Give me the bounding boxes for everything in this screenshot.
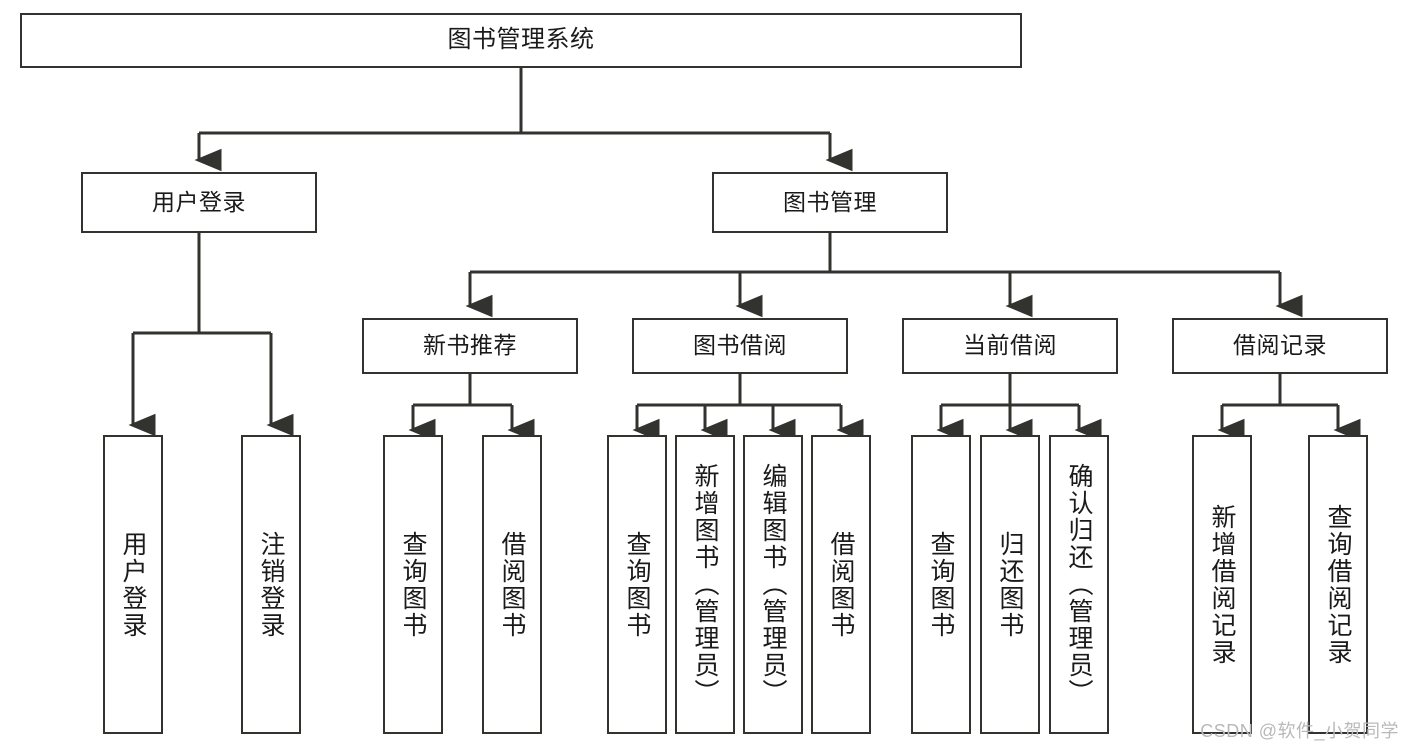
node-leaf-return-book-label: 归还图书: [996, 530, 1024, 639]
node-leaf-confirm-return[interactable]: 确认归还（管理员）: [1049, 435, 1109, 734]
node-leaf-query-book-b-label: 查询图书: [623, 530, 651, 639]
node-leaf-query-book-b[interactable]: 查询图书: [607, 435, 667, 734]
node-leaf-add-book[interactable]: 新增图书（管理员）: [675, 435, 735, 734]
node-leaf-query-record-label: 查询借阅记录: [1324, 503, 1352, 666]
node-book-borrow-label: 图书借阅: [693, 332, 787, 359]
node-book-borrow[interactable]: 图书借阅: [632, 318, 848, 374]
node-leaf-logout[interactable]: 注销登录: [241, 435, 301, 734]
node-new-book-rec[interactable]: 新书推荐: [362, 318, 578, 374]
node-leaf-logout-label: 注销登录: [257, 530, 285, 639]
node-leaf-add-record[interactable]: 新增借阅记录: [1192, 435, 1252, 734]
node-leaf-edit-book-label: 编辑图书（管理员）: [759, 463, 787, 706]
node-current-borrow[interactable]: 当前借阅: [902, 318, 1118, 374]
node-leaf-confirm-return-label: 确认归还（管理员）: [1065, 463, 1093, 706]
node-leaf-borrow-book-b[interactable]: 借阅图书: [811, 435, 871, 734]
node-leaf-query-book-a[interactable]: 查询图书: [383, 435, 443, 734]
node-user-login-label: 用户登录: [152, 188, 246, 215]
node-book-manage-label: 图书管理: [783, 188, 877, 215]
node-leaf-query-book-a-label: 查询图书: [399, 530, 427, 639]
node-leaf-query-book-c-label: 查询图书: [927, 530, 955, 639]
node-user-login[interactable]: 用户登录: [81, 172, 317, 233]
node-root-label: 图书管理系统: [447, 26, 595, 54]
watermark: CSDN @软件_小贺同学: [1200, 721, 1399, 741]
node-current-borrow-label: 当前借阅: [963, 332, 1057, 359]
node-leaf-user-login[interactable]: 用户登录: [103, 435, 163, 734]
node-leaf-edit-book[interactable]: 编辑图书（管理员）: [743, 435, 803, 734]
node-leaf-borrow-book-b-label: 借阅图书: [827, 530, 855, 639]
node-leaf-borrow-book-a[interactable]: 借阅图书: [482, 435, 542, 734]
node-leaf-borrow-book-a-label: 借阅图书: [498, 530, 526, 639]
node-leaf-add-book-label: 新增图书（管理员）: [691, 463, 719, 706]
node-new-book-rec-label: 新书推荐: [423, 332, 517, 359]
node-borrow-record-label: 借阅记录: [1233, 332, 1327, 359]
node-leaf-query-book-c[interactable]: 查询图书: [911, 435, 971, 734]
node-book-manage[interactable]: 图书管理: [712, 172, 948, 233]
node-leaf-add-record-label: 新增借阅记录: [1208, 503, 1236, 666]
node-borrow-record[interactable]: 借阅记录: [1172, 318, 1388, 374]
node-root[interactable]: 图书管理系统: [20, 13, 1022, 68]
node-leaf-user-login-label: 用户登录: [119, 530, 147, 639]
node-leaf-query-record[interactable]: 查询借阅记录: [1308, 435, 1368, 734]
node-leaf-return-book[interactable]: 归还图书: [980, 435, 1040, 734]
